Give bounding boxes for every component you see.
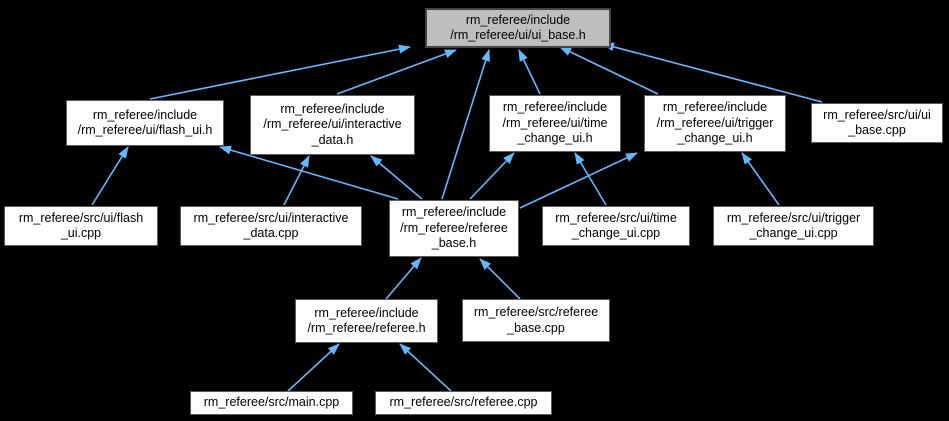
edge-trigger_change_ui_h-to-ui_base_h (559, 46, 659, 95)
edge-referee_base_h-to-flash_ui_h (219, 145, 399, 200)
graph-node-trigger_change_ui_cpp[interactable]: rm_referee/src/ui/trigger _change_ui.cpp (713, 206, 874, 246)
edge-referee_cpp-to-referee_h (399, 343, 452, 392)
edge-referee_h-to-referee_base_h (385, 257, 422, 300)
graph-node-ui_base_cpp[interactable]: rm_referee/src/ui/ui _base.cpp (811, 103, 943, 143)
graph-node-trigger_change_ui_h[interactable]: rm_referee/include /rm_referee/ui/trigge… (644, 95, 786, 152)
edge-referee_base_cpp-to-referee_base_h (479, 258, 521, 300)
edge-flash_ui_h-to-ui_base_h (149, 44, 411, 100)
edge-ui_base_cpp-to-ui_base_h (602, 42, 823, 103)
edge-referee_base_h-to-trigger_change_ui_h (519, 152, 638, 209)
edge-interactive_data_cpp-to-interactive_data_h (283, 155, 310, 206)
graph-node-referee_base_cpp[interactable]: rm_referee/src/referee _base.cpp (462, 299, 610, 342)
graph-node-interactive_data_cpp[interactable]: rm_referee/src/ui/interactive _data.cpp (180, 206, 362, 246)
graph-node-referee_cpp[interactable]: rm_referee/src/referee.cpp (375, 391, 552, 415)
edge-interactive_data_h-to-ui_base_h (336, 49, 457, 95)
graph-node-referee_base_h[interactable]: rm_referee/include /rm_referee/referee _… (389, 200, 519, 257)
graph-node-interactive_data_h[interactable]: rm_referee/include /rm_referee/ui/intera… (250, 95, 415, 155)
edge-main_cpp-to-referee_h (287, 343, 340, 392)
graph-node-main_cpp[interactable]: rm_referee/src/main.cpp (190, 391, 353, 415)
graph-node-ui_base_h[interactable]: rm_referee/include /rm_referee/ui/ui_bas… (425, 8, 611, 48)
graph-node-flash_ui_h[interactable]: rm_referee/include /rm_referee/ui/flash_… (66, 100, 224, 146)
edge-referee_base_h-to-time_change_ui_h (469, 152, 515, 200)
edge-trigger_change_ui_cpp-to-trigger_change_ui_h (741, 152, 780, 206)
graph-node-flash_ui_cpp[interactable]: rm_referee/src/ui/flash _ui.cpp (4, 206, 158, 246)
edge-referee_base_h-to-ui_base_h (441, 49, 490, 200)
edge-referee_base_h-to-interactive_data_h (370, 155, 423, 200)
graph-node-time_change_ui_h[interactable]: rm_referee/include /rm_referee/ui/time _… (489, 95, 621, 152)
graph-node-time_change_ui_cpp[interactable]: rm_referee/src/ui/time _change_ui.cpp (542, 206, 690, 246)
edge-flash_ui_cpp-to-flash_ui_h (91, 146, 129, 206)
graph-node-referee_h[interactable]: rm_referee/include /rm_referee/referee.h (295, 299, 438, 343)
edge-time_change_ui_cpp-to-time_change_ui_h (574, 152, 607, 206)
edge-group (91, 42, 823, 392)
edge-time_change_ui_h-to-ui_base_h (518, 49, 541, 95)
